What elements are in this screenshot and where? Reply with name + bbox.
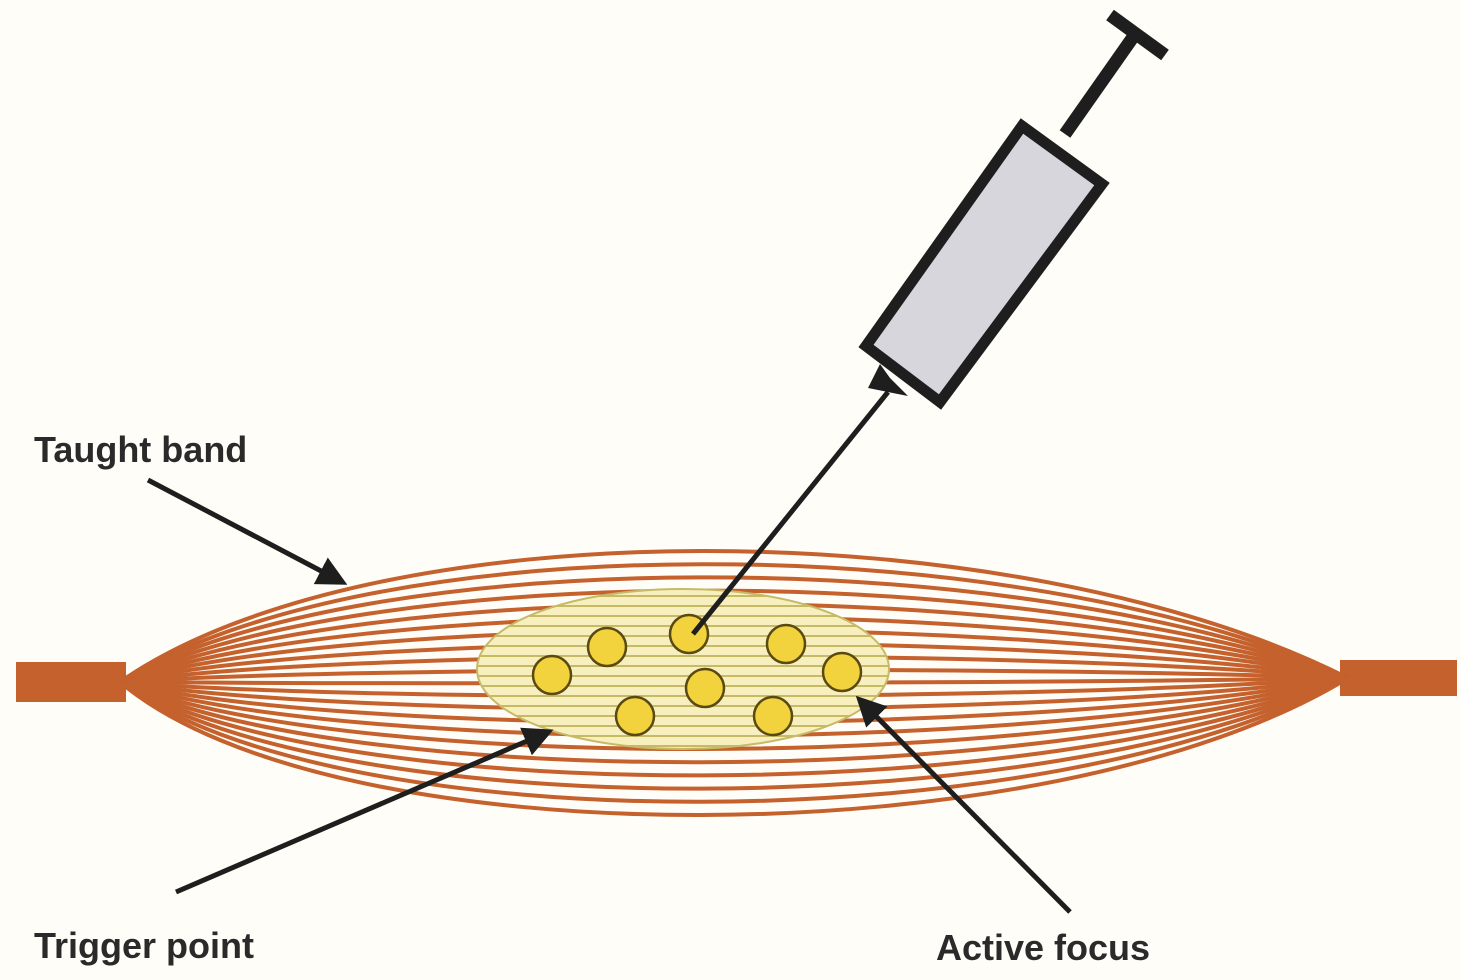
left-tendon [16,662,126,702]
active-focus-label: Active focus [936,927,1150,968]
contraction-focus [588,628,626,666]
contraction-focus [823,653,861,691]
contraction-focus [767,625,805,663]
trigger-point-label: Trigger point [34,925,254,966]
right-tendon [1340,660,1457,696]
contraction-focus [533,656,571,694]
contraction-focus [754,697,792,735]
contraction-focus [616,697,654,735]
taught-band-label: Taught band [34,429,247,470]
trigger-point-nodule [470,589,895,749]
contraction-focus [686,669,724,707]
